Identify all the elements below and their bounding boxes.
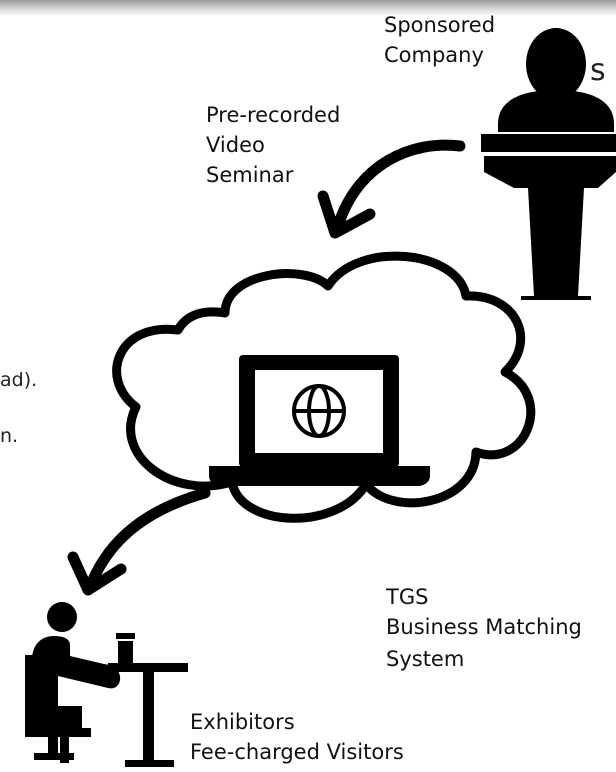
system-label-line-3: System	[386, 647, 465, 671]
top-shadow-band	[0, 0, 616, 16]
system-label-line-2: Business Matching	[386, 615, 582, 639]
sponsor-label-line-1: Sponsored	[384, 13, 496, 37]
audience-label-line-1: Exhibitors	[190, 710, 295, 734]
sponsor-label-line-2: Company	[384, 43, 484, 67]
podium-speaker-icon	[481, 28, 616, 300]
audience-label-line-2: Fee-charged Visitors	[190, 740, 404, 764]
person-at-desk-icon	[25, 602, 188, 767]
globe-icon	[292, 384, 346, 438]
cropped-text-s: s	[590, 53, 606, 88]
seminar-label-line-1: Pre-recorded	[206, 103, 341, 127]
arrow-icon	[67, 487, 211, 596]
arrow-icon	[317, 139, 466, 239]
system-label-line-1: TGS	[386, 585, 429, 609]
cropped-text-ad: ad).	[0, 369, 38, 391]
seminar-label-line-3: Seminar	[206, 163, 294, 187]
cropped-text-n: n.	[0, 425, 19, 447]
laptop-icon	[209, 355, 430, 486]
seminar-label-line-2: Video	[206, 133, 265, 157]
